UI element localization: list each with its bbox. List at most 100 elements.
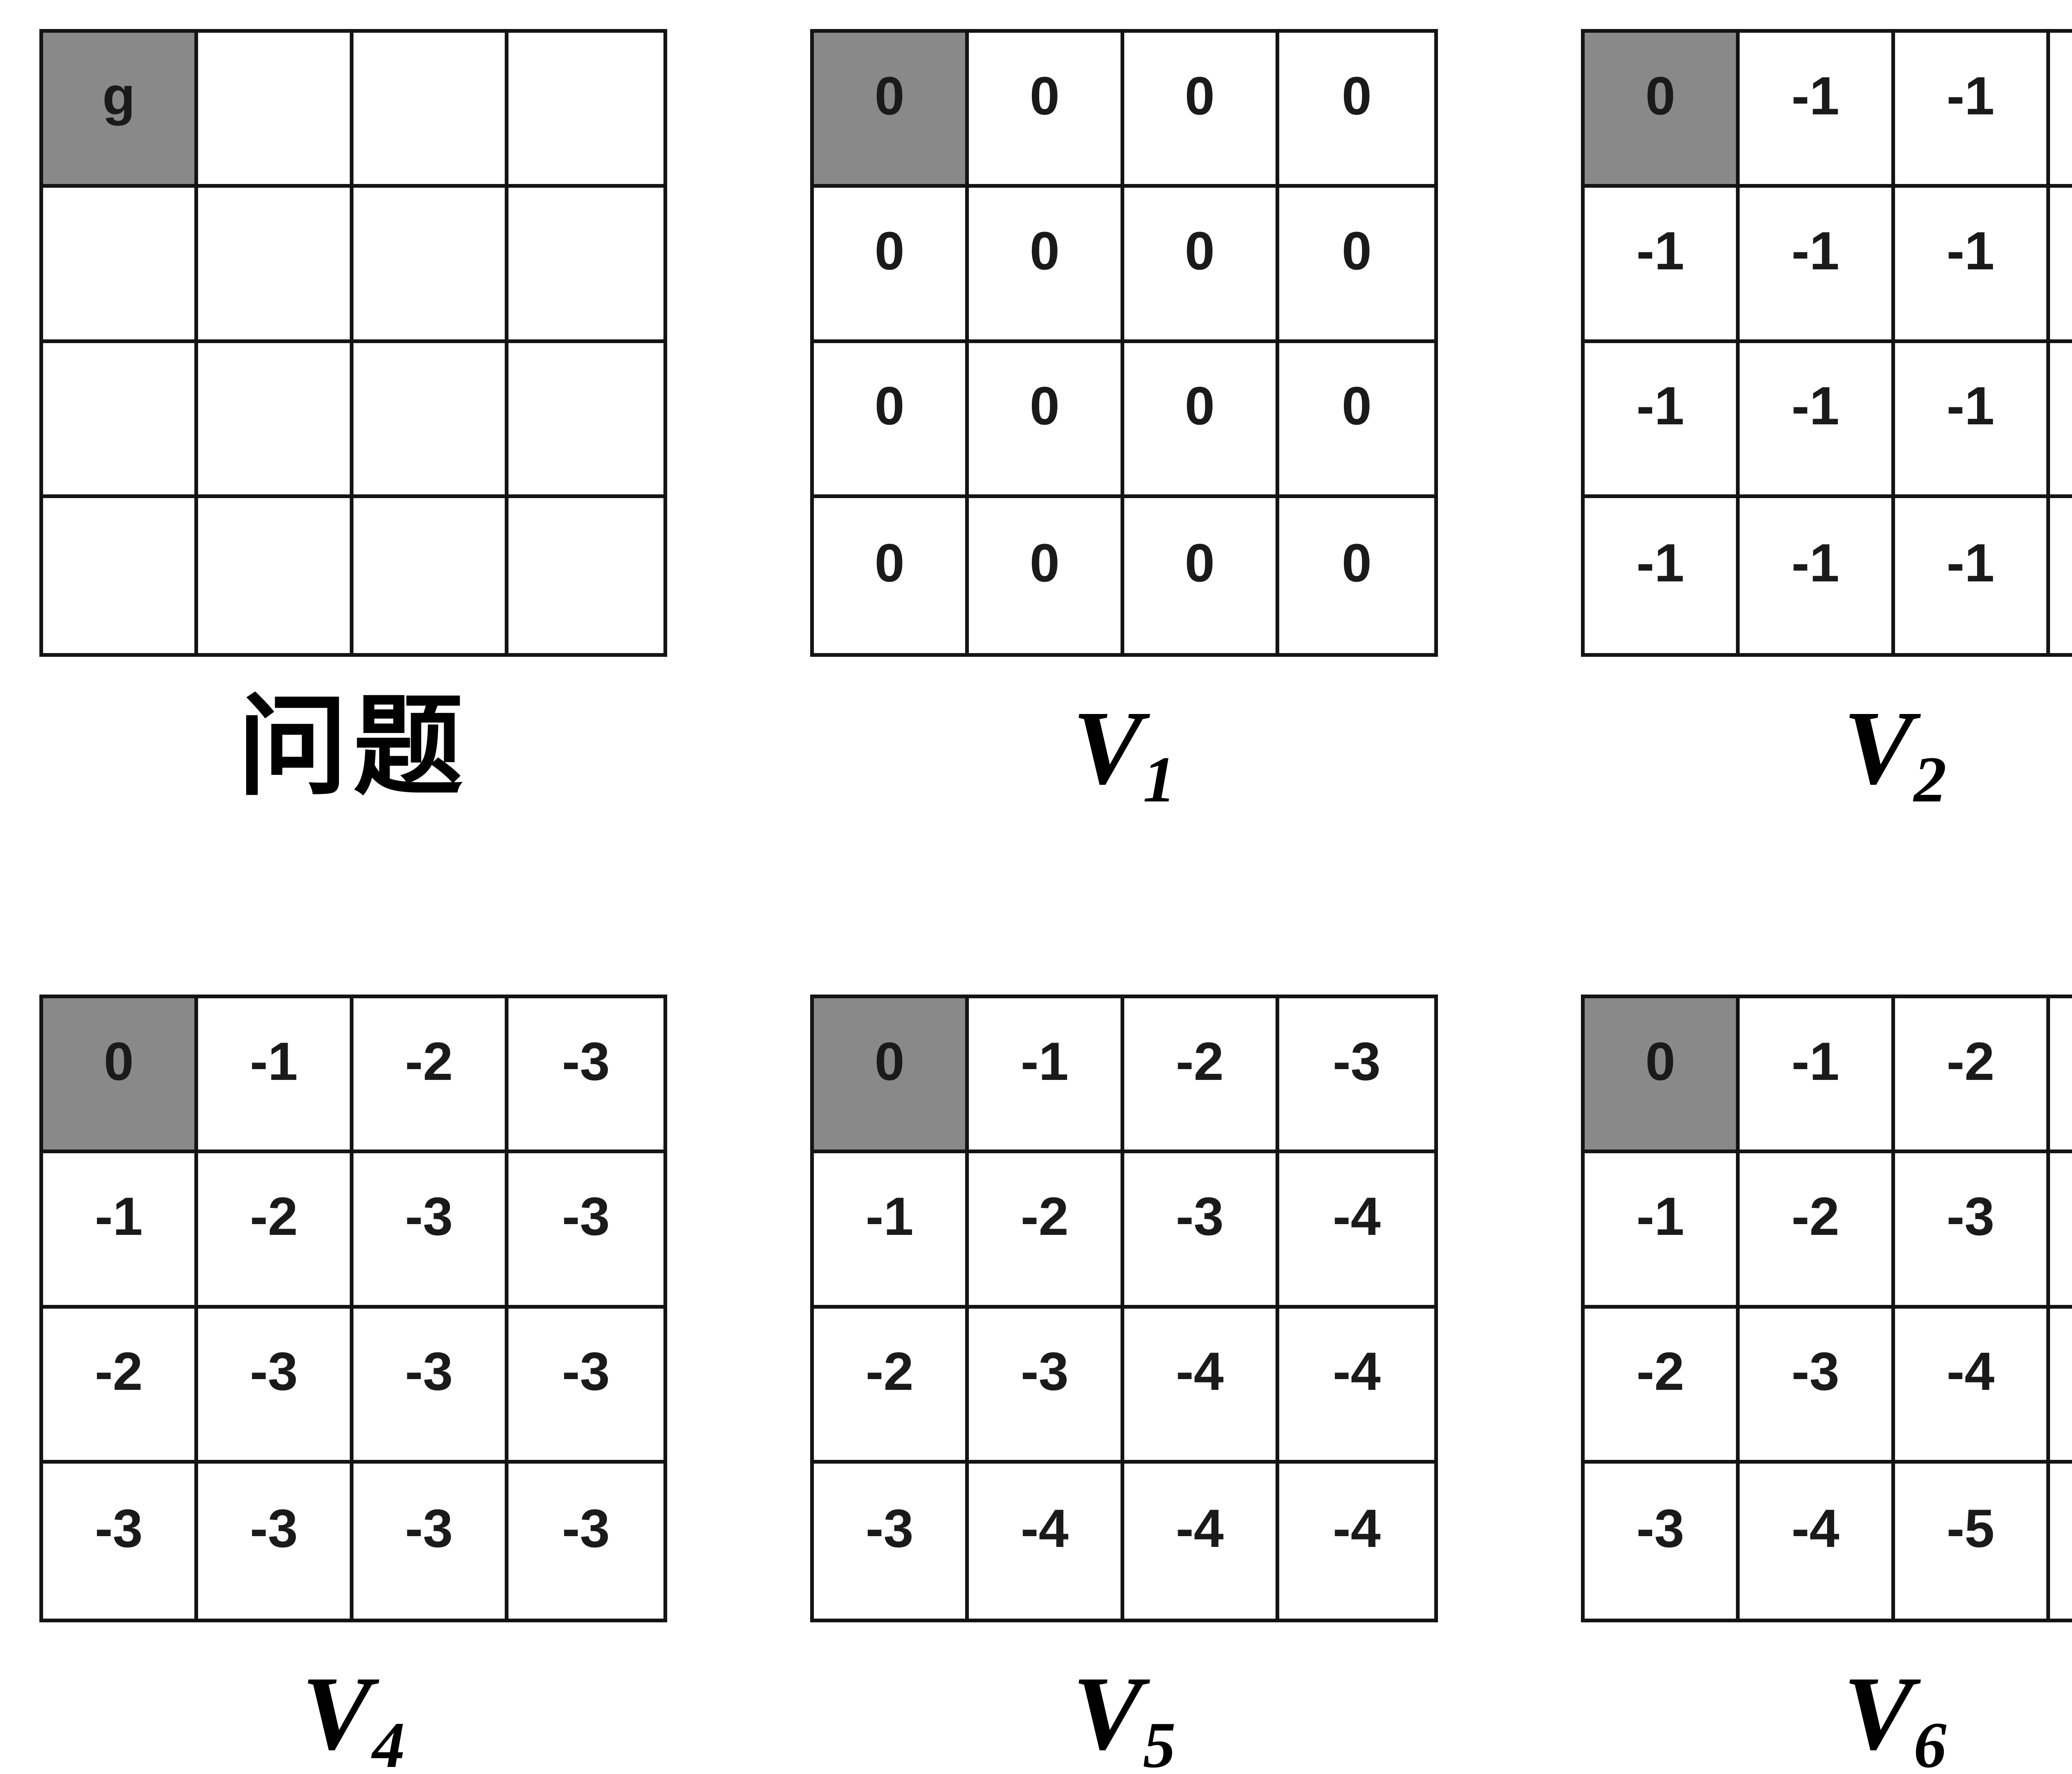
grid-cell: -4 (1124, 1463, 1279, 1619)
grid-cell: -4 (2050, 1153, 2072, 1309)
grid-cell: 0 (969, 343, 1124, 498)
grid-cell: 0 (1279, 188, 1434, 343)
grid-cell (508, 498, 663, 653)
grid-cell: -1 (1740, 33, 1895, 188)
grid-cell: -1 (1585, 188, 1740, 343)
grid-cell: 0 (1279, 33, 1434, 188)
grid-cell: -1 (1740, 998, 1895, 1154)
grid-cell (353, 498, 508, 653)
grid-cell: -1 (198, 998, 353, 1154)
panel-label-text: 问题 (237, 687, 469, 808)
grid-cell (198, 498, 353, 653)
grid-cell: -1 (2050, 188, 2072, 343)
panel-label: V4 (39, 1649, 667, 1774)
grid-cell: -3 (198, 1308, 353, 1464)
grid-cell: 0 (1124, 498, 1279, 653)
panel-label: V2 (1581, 684, 2072, 816)
panel-label: V5 (810, 1649, 1438, 1774)
value-grid-v2: 0-1-1-1-1-1-1-1-1-1-1-1-1-1-1-1 (1581, 29, 2072, 657)
grid-cell (508, 33, 663, 188)
grid-cell: -1 (814, 1153, 969, 1309)
grid-cell: -1 (2050, 343, 2072, 498)
grid-cell: -3 (1895, 1153, 2050, 1309)
grid-cell: -2 (1585, 1308, 1740, 1464)
value-grid-v5: 0-1-2-3-1-2-3-4-2-3-4-4-3-4-4-4 (810, 995, 1438, 1622)
grid-cell: -3 (562, 1498, 610, 1559)
grid-cell: -1 (1585, 498, 1740, 653)
grid-cell: -2 (814, 1308, 969, 1464)
goal-cell: 0 (814, 33, 969, 188)
grid-cell (43, 188, 198, 343)
grid-cell: 0 (1279, 343, 1434, 498)
panel-label: V6 (1581, 1649, 2072, 1774)
goal-cell: 0 (814, 998, 969, 1154)
grid-cell (353, 188, 508, 343)
grid-cell: -1 (43, 1153, 198, 1309)
grid-cell: -5 (2050, 1309, 2072, 1464)
grid-cell: -3 (508, 998, 663, 1154)
grid-cell (508, 188, 663, 343)
grid-cell: -2 (353, 998, 508, 1154)
grid-cell: -2 (1740, 1153, 1895, 1309)
grid-cell: -1 (1585, 343, 1740, 498)
value-grid-v6: 0-1-2-3-1-2-3-4-2-3-4-5-3-4-5-5 (1581, 995, 2072, 1622)
grid-cell (353, 33, 508, 188)
panel-label-subscript: 1 (1143, 743, 1176, 816)
grid-cell: -1 (1895, 33, 2050, 188)
panel-label-text: V (1843, 690, 1914, 806)
grid-cell: -2 (1895, 998, 2050, 1154)
grid-cell: -4 (1740, 1463, 1895, 1619)
problem-grid: g (39, 29, 667, 657)
grid-cell: -1 (1895, 498, 2050, 653)
panel-label: 问题 (39, 684, 667, 812)
grid-cell: -3 (1585, 1463, 1740, 1619)
grid-cell: -4 (1279, 1309, 1434, 1464)
grid-cell: -3 (353, 1463, 508, 1619)
grid-cell: 0 (1124, 33, 1279, 188)
grid-cell: -1 (1740, 188, 1895, 343)
grid-cell: -2 (1124, 998, 1279, 1154)
grid-cell: -3 (508, 1309, 663, 1464)
grid-cell: -3 (353, 1153, 508, 1309)
panel-label-text: V (301, 1655, 373, 1772)
panel-problem: g 问题 (39, 29, 667, 812)
panel-label-subscript: 4 (372, 1709, 405, 1774)
grid-cell: -3 (814, 1463, 969, 1619)
grid-cell: 0 (1124, 188, 1279, 343)
grid-cell: -4 (969, 1463, 1124, 1619)
grid-cell: 0 (814, 188, 969, 343)
panel-label-subscript: 6 (1914, 1709, 1947, 1774)
panel-label-text: V (1072, 1655, 1143, 1772)
grid-cell: -1 (1740, 498, 1895, 653)
grid-cell: 0 (814, 498, 969, 653)
grid-cell (353, 343, 508, 498)
grid-cell: -5 (2050, 1464, 2072, 1619)
grid-cell: -4 (1895, 1308, 2050, 1464)
grid-cell (198, 188, 353, 343)
panel-v5: 0-1-2-3-1-2-3-4-2-3-4-4-3-4-4-4 V5 (810, 995, 1438, 1774)
grid-cell (198, 33, 353, 188)
grid-cell: -4 (1333, 1498, 1381, 1559)
grid-cell: -1 (969, 998, 1124, 1154)
panel-label-subscript: 5 (1143, 1709, 1176, 1774)
panel-label-subscript: 2 (1914, 743, 1947, 816)
grid-cell: -1 (1585, 1153, 1740, 1309)
grid-cell: -3 (969, 1308, 1124, 1464)
panel-label: V1 (810, 684, 1438, 816)
grid-cell: -3 (353, 1308, 508, 1464)
grid-cell: -2 (43, 1308, 198, 1464)
grid-cell: 0 (814, 343, 969, 498)
goal-cell: 0 (1585, 33, 1740, 188)
grid-cell: -1 (1740, 343, 1895, 498)
panel-label-text: V (1072, 690, 1143, 806)
grid-cell: 0 (1124, 343, 1279, 498)
grid-cell (198, 343, 353, 498)
grid-cell: 0 (969, 498, 1124, 653)
grid-cell (43, 498, 198, 653)
panel-v6: 0-1-2-3-1-2-3-4-2-3-4-5-3-4-5-5 V6 (1581, 995, 2072, 1774)
grid-cell: -3 (508, 1153, 663, 1309)
